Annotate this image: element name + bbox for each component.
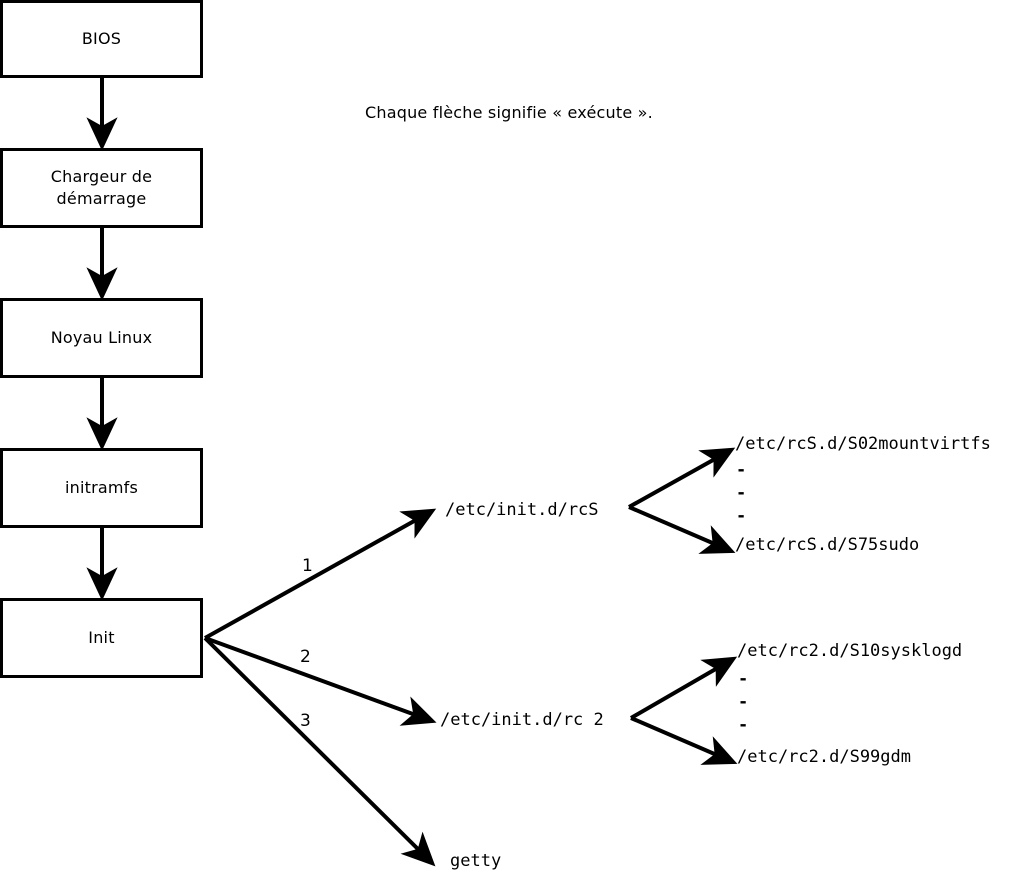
rcs-script-last: /etc/rcS.d/S75sudo [735, 535, 920, 555]
rc2-script-first: /etc/rc2.d/S10sysklogd [737, 641, 963, 661]
arrow-init-to-getty [203, 636, 436, 867]
process-box-init: Init [0, 598, 203, 678]
arrow-init-to-rc2 [204, 636, 437, 726]
arrow-rcs-to-first-script [628, 447, 736, 509]
process-box-kernel: Noyau Linux [0, 298, 203, 378]
process-box-kernel-label: Noyau Linux [50, 328, 153, 348]
rc2-script-last: /etc/rc2.d/S99gdm [737, 747, 911, 767]
process-box-bios-label: BIOS [81, 29, 122, 49]
branch-number-2: 2 [300, 647, 311, 667]
diagram-caption: Chaque flèche signifie « exécute ». [365, 103, 653, 122]
process-box-initramfs-label: initramfs [64, 478, 139, 498]
script-label-rcs: /etc/init.d/rcS [445, 500, 599, 520]
branch-number-3: 3 [300, 711, 311, 731]
rcs-ellipsis-dash-2: - [736, 483, 747, 503]
arrow-rc2-to-first-script [629, 656, 738, 720]
rcs-ellipsis-dash-1: - [736, 460, 747, 480]
rcs-ellipsis-dash-3: - [736, 506, 747, 526]
rcs-script-first: /etc/rcS.d/S02mountvirtfs [735, 434, 991, 454]
process-box-bios: BIOS [0, 0, 203, 78]
process-box-init-label: Init [88, 628, 115, 648]
rc2-ellipsis-dash-3: - [738, 715, 749, 735]
arrow-rc2-to-last-script [630, 716, 738, 765]
process-box-initramfs: initramfs [0, 448, 203, 528]
branch-number-1: 1 [302, 556, 313, 576]
arrow-init-to-rcs [204, 508, 437, 640]
process-box-bootloader-label: Chargeur de démarrage [50, 167, 153, 208]
arrow-rcs-to-last-script [628, 505, 736, 554]
rc2-ellipsis-dash-2: - [738, 692, 749, 712]
script-label-rc2: /etc/init.d/rc 2 [440, 710, 604, 730]
script-label-getty: getty [450, 851, 502, 871]
process-box-bootloader: Chargeur de démarrage [0, 148, 203, 228]
rc2-ellipsis-dash-1: - [738, 669, 749, 689]
